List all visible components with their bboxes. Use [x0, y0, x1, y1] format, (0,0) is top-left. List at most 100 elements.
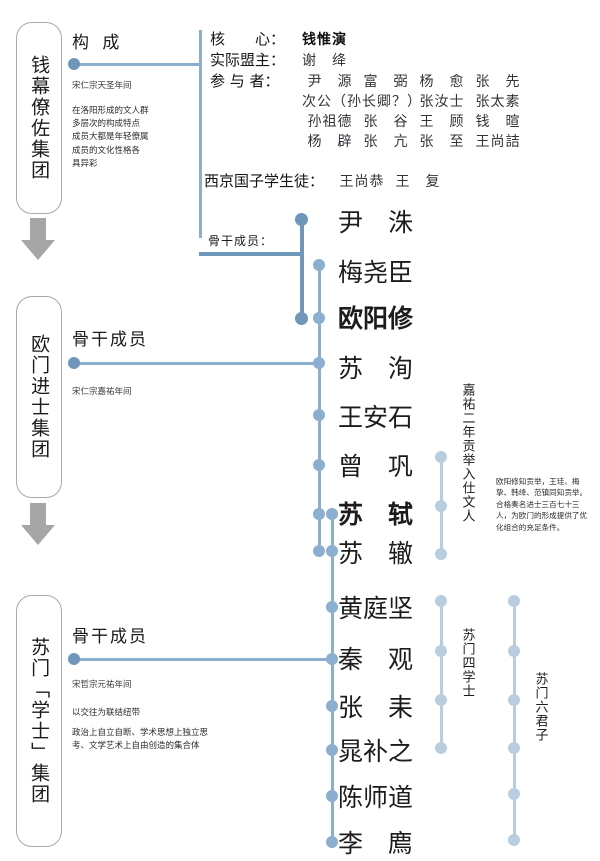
member-name: 苏 轼: [338, 500, 414, 529]
member-dot-oumen: [313, 409, 325, 421]
backbone-label-qian: 骨干成员：: [208, 234, 274, 248]
member-name: 曾 巩: [338, 452, 414, 481]
bracket-dot-jiayou: [435, 451, 447, 463]
note-line: 以交往为联结纽带: [72, 708, 141, 718]
group-capsule-oumen-label: 欧门进士集团: [28, 334, 51, 460]
roster-cell: 杨 愈: [419, 74, 465, 90]
backbone-dot-top-qian: [295, 213, 308, 226]
roster-cell: 尹 源: [307, 74, 353, 90]
member-name: 黄庭坚: [338, 594, 414, 623]
group-capsule-sumen-label: 苏门「学士」集团: [28, 637, 51, 805]
member-dot-sumen: [326, 836, 338, 848]
section-era-oumen: 宋仁宗嘉祐年间: [72, 387, 132, 397]
member-dot-sumen: [326, 508, 338, 520]
member-name: 陈师道: [338, 783, 414, 812]
roster-value: 次公（孙长卿？）张汝士张太素: [302, 91, 526, 111]
roster-cell: 王 复: [395, 174, 441, 190]
roster-row: 参 与 者： 尹 源富 弼杨 愈张 先: [210, 70, 526, 91]
member-name: 张 耒: [338, 693, 414, 722]
section-notes-sumen: 以交往为联结纽带 政治上自立自断、学术思想上独立思 考、文学艺术上自由创造的集合…: [72, 707, 208, 754]
bracket-label-sumen4: 苏门四学士: [459, 628, 475, 698]
member-name: 王安石: [338, 403, 414, 432]
roster-value: 孙祖德张 谷王 顾钱 暄: [302, 111, 526, 131]
bracket-dot-sumen6: [508, 834, 520, 846]
note-line: 政治上自立自断、学术思想上独立思: [72, 728, 209, 739]
bracket-label-sumen6: 苏门六君子: [532, 672, 548, 742]
member-name: 梅尧臣: [338, 258, 414, 287]
member-dot-oumen: [313, 259, 325, 271]
note-line: 在洛阳形成的文人群: [72, 106, 149, 116]
roster-row: 杨 辟张 亢张 至王尚詰: [210, 131, 526, 151]
member-name: 苏 洵: [338, 354, 414, 383]
roster-value: 杨 辟张 亢张 至王尚詰: [302, 131, 526, 151]
member-dot-sumen: [326, 790, 338, 802]
arrow-qian-to-oumen: [21, 218, 55, 260]
member-dot-sumen: [326, 545, 338, 557]
roster-cell: 王尚詰: [475, 134, 521, 150]
member-name: 欧阳修: [338, 304, 414, 333]
roster-cell: 张 谷: [363, 114, 409, 130]
member-name: 尹 洙: [338, 208, 414, 237]
bracket-dot-jiayou: [435, 548, 447, 560]
roster-row: 实际盟主： 谢 绛: [210, 49, 526, 70]
roster-cell: 次公（孙长卿？）: [302, 94, 422, 110]
section-rule-dot-oumen: [68, 357, 80, 369]
section-era-qian: 宋仁宗天圣年间: [72, 81, 132, 91]
bracket-label-jiayou: 嘉祐二年贡举入仕文人: [459, 383, 475, 523]
member-dot-sumen: [326, 601, 338, 613]
roster-label: 参 与 者：: [210, 72, 280, 90]
roster-cell: 王尚恭: [339, 174, 385, 190]
roster-cell: 王 顾: [419, 114, 465, 130]
note-line: 成员的文化性格各: [72, 145, 141, 156]
roster-row: 次公（孙长卿？）张汝士张太素: [210, 91, 526, 111]
group-capsule-sumen: 苏门「学士」集团: [16, 595, 62, 847]
member-name: 李 廌: [338, 829, 414, 858]
backbone-dot-bottom-qian: [295, 312, 308, 325]
arrow-shaft: [30, 503, 46, 525]
member-dot-oumen: [313, 312, 325, 324]
roster-cell: 孙祖德: [307, 114, 353, 130]
member-dot-sumen: [326, 700, 338, 712]
side-note-jiayou: 欧阳修知贡举，王珪、梅挚、韩绛、范镇同知贡举。合格奏名进士三百七十三人，为欧门的…: [496, 477, 588, 532]
note-line: 具异彩: [72, 158, 98, 169]
roster-row-students: 西京国子学生徒： 王尚恭王 复: [204, 170, 446, 191]
roster-cell: 张 至: [419, 134, 465, 150]
roster-block: 核 心： 钱惟演 实际盟主： 谢 绛 参 与 者： 尹 源富 弼杨 愈张 先 次…: [210, 28, 526, 151]
roster-value: 谢 绛: [302, 53, 347, 69]
roster-value-students: 王尚恭王 复: [334, 171, 446, 191]
roster-cell: 富 弼: [363, 74, 409, 90]
roster-label: 核 心：: [210, 30, 286, 48]
section-title-oumen: 骨干成员: [72, 330, 148, 350]
roster-value: 钱惟演: [302, 32, 347, 48]
backbone-spine-qian: [300, 219, 304, 318]
arrow-head: [21, 525, 55, 545]
note-line: 多层次的构成特点: [72, 119, 141, 130]
roster-cell: 张 亢: [363, 134, 409, 150]
arrow-shaft: [30, 218, 46, 240]
bracket-dot-sumen6: [508, 595, 520, 607]
member-name: 晁补之: [338, 737, 414, 766]
group-capsule-qian: 钱幕僚佐集团: [16, 22, 62, 214]
group-capsule-oumen: 欧门进士集团: [16, 296, 62, 498]
section-rule-dot-qian: [68, 58, 80, 70]
roster-cell: 张 先: [475, 74, 521, 90]
bracket-line-sumen4: [440, 600, 443, 748]
roster-cell: 张汝士: [419, 94, 465, 110]
member-dot-oumen: [313, 357, 325, 369]
bracket-dot-sumen6: [508, 788, 520, 800]
member-dot-oumen: [313, 508, 325, 520]
note-line: 成员大都是年轻僚属: [72, 132, 149, 143]
member-dot-sumen: [326, 653, 338, 665]
roster-spine: [199, 30, 202, 238]
roster-cell: 钱 暄: [475, 114, 521, 130]
section-rule-oumen: [72, 362, 321, 365]
bracket-dot-sumen6: [508, 645, 520, 657]
member-spine-sumen: [331, 512, 334, 842]
bracket-dot-sumen4: [435, 645, 447, 657]
roster-value: 尹 源富 弼杨 愈张 先: [302, 71, 526, 91]
member-name: 苏 辙: [338, 539, 414, 568]
member-dot-sumen: [326, 744, 338, 756]
roster-label: 实际盟主：: [210, 51, 286, 69]
bracket-line-sumen6: [513, 600, 516, 840]
